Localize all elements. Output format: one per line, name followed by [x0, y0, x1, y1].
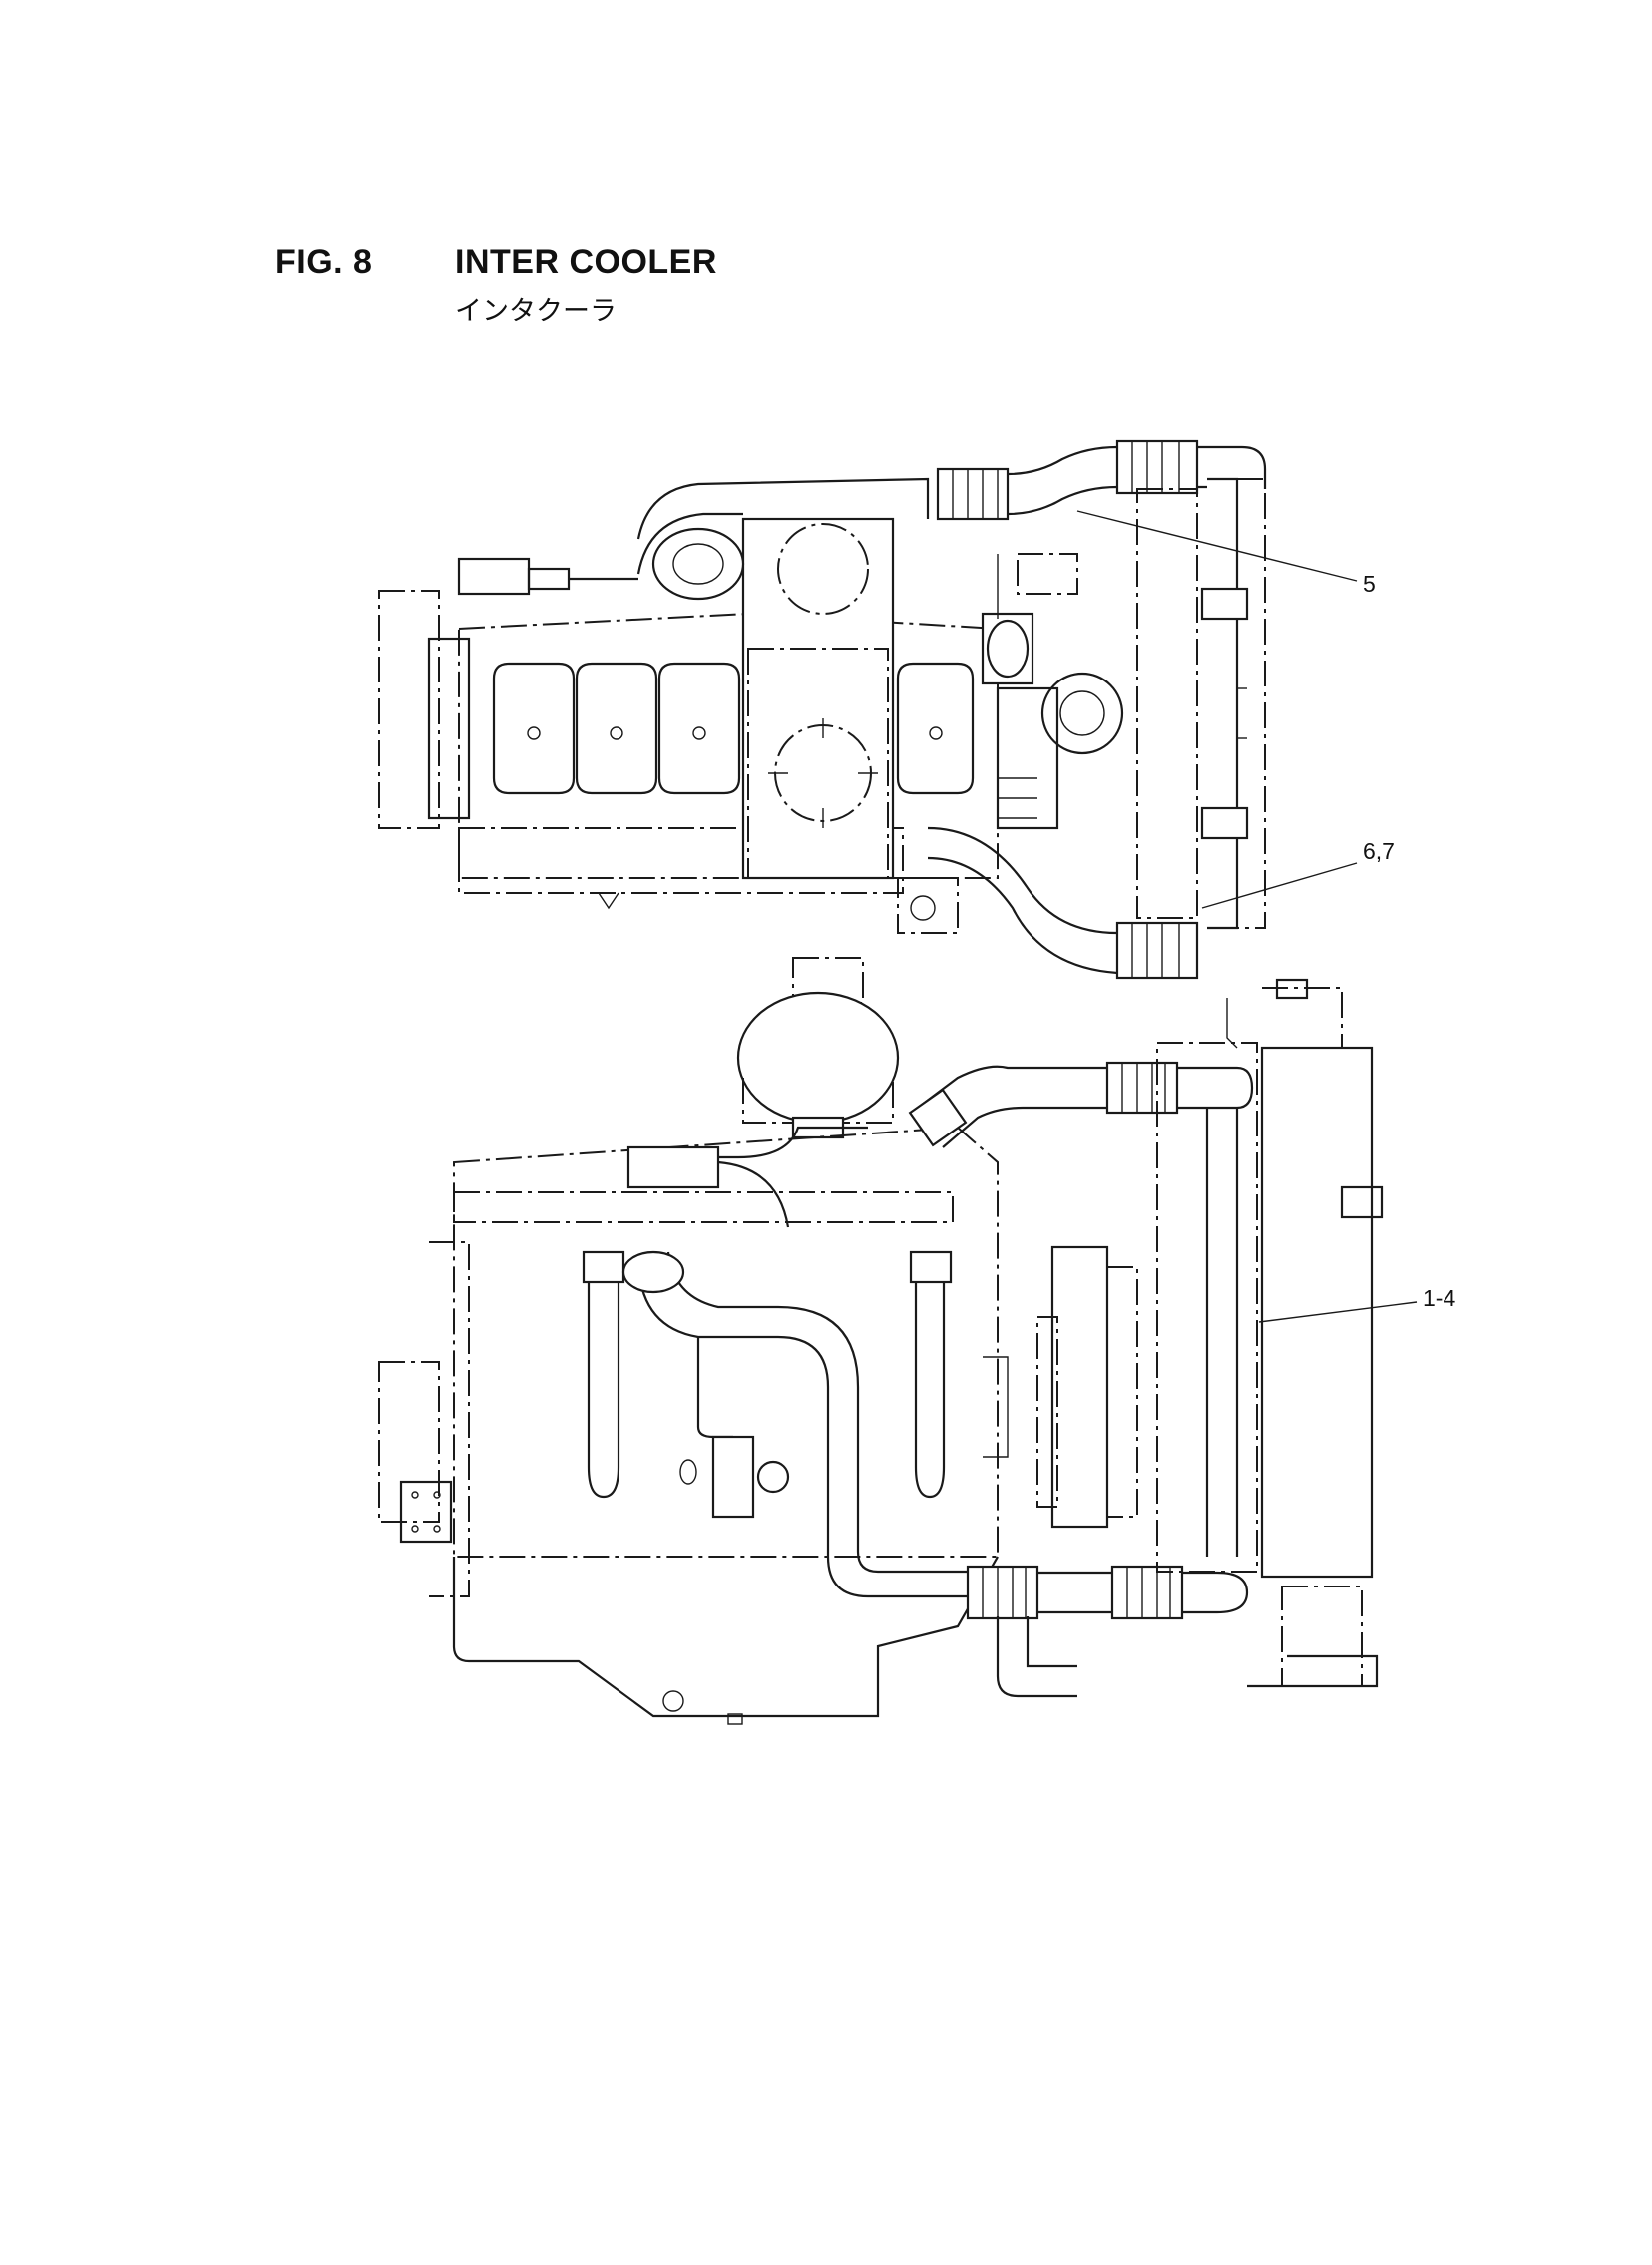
figure-subtitle-japanese: インタクーラ [455, 296, 617, 327]
callout-1-4: 1-4 [1423, 1285, 1456, 1311]
hose-boot-bottom [1115, 921, 1199, 980]
figure-title: INTER COOLER [455, 243, 717, 281]
callout-5: 5 [1363, 571, 1376, 597]
engine-side-view [378, 957, 1384, 1725]
figure-number: FIG. 8 [275, 243, 373, 281]
side-hose-boots-bottom [966, 1565, 1249, 1620]
callout-leaders [1076, 510, 1418, 1323]
callout-6-7: 6,7 [1363, 838, 1395, 864]
cylinder-covers [492, 662, 975, 795]
side-hose-boots-top [1105, 1061, 1254, 1115]
engine-top-view [378, 439, 1267, 980]
hose-boot-top [936, 439, 1199, 521]
